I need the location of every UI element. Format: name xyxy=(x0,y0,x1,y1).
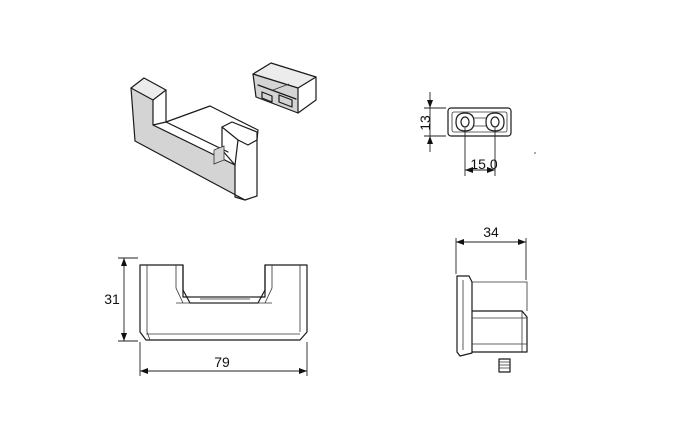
dimension-height-31: 31 xyxy=(104,291,120,307)
dimension-height-13: 13 xyxy=(417,115,433,131)
top-view-dimensions xyxy=(424,92,536,176)
side-view-dimensions xyxy=(455,238,527,280)
dimension-hole-spacing: 15.0 xyxy=(470,156,497,172)
isometric-hook-body xyxy=(130,77,259,201)
front-view-dimensions xyxy=(118,257,308,376)
top-view-clip xyxy=(447,107,512,137)
dimension-depth-34: 34 xyxy=(483,224,499,240)
isometric-mounting-clip xyxy=(252,62,317,114)
side-view-hook xyxy=(456,275,528,373)
front-view-hook xyxy=(139,264,308,341)
dimension-width-79: 79 xyxy=(214,354,230,370)
